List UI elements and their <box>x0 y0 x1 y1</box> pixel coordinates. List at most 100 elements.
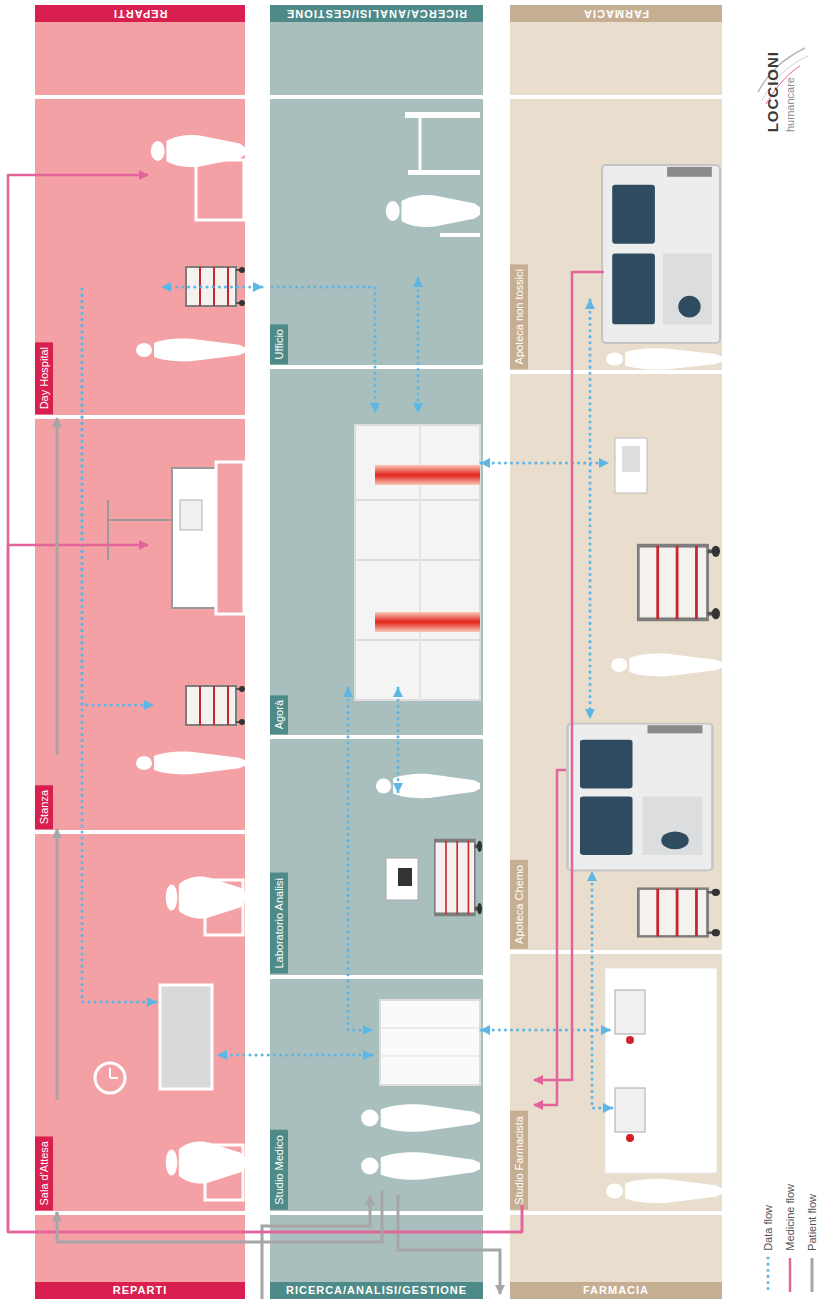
cabinet-divider <box>355 559 480 561</box>
clock <box>95 1063 125 1093</box>
patient-flow-arrow <box>56 418 59 755</box>
office-worker <box>386 195 480 227</box>
terminal-light <box>626 1036 634 1044</box>
room-area: Laboratorio Analisi <box>270 735 483 975</box>
patient-entry-line <box>262 1196 370 1299</box>
logo-swoosh <box>766 66 800 104</box>
cabinet-divider <box>380 1056 480 1057</box>
bed <box>172 468 216 608</box>
bed-frame <box>216 462 244 614</box>
band-header: RICERCA/ANALISI/GESTIONE <box>270 5 483 22</box>
department-band: RICERCA/ANALISI/GESTIONE RICERCA/ANALISI/… <box>270 5 483 1299</box>
data-flow-arrow <box>592 872 612 1108</box>
room-area: Studio Farmacista <box>510 950 722 1215</box>
chair <box>205 880 243 935</box>
cabinet-divider <box>419 425 421 700</box>
desk-leg <box>419 118 422 175</box>
cabinet-divider <box>355 499 480 501</box>
data-flow-arrow <box>589 300 592 718</box>
pillow <box>180 500 202 530</box>
room-label: Sala d'Attesa <box>35 1136 53 1210</box>
data-flow-arrow <box>162 286 262 289</box>
patient-silhouette <box>151 135 245 167</box>
waiting-patient <box>166 877 245 919</box>
display-screen <box>160 985 212 1089</box>
legend-text: Patient flow <box>806 1194 818 1251</box>
legend-text: Medicine flow <box>784 1184 796 1251</box>
data-flow-arrow <box>481 1029 610 1032</box>
room-area: Sala d'Attesa <box>35 830 245 1215</box>
logo-swoosh <box>758 48 805 92</box>
doctor-silhouette <box>361 1104 480 1131</box>
room-label: Studio Farmacista <box>510 1111 528 1210</box>
legend-text: Data flow <box>762 1205 774 1251</box>
legend-sample <box>789 1258 792 1292</box>
band-title: RICERCA/ANALISI/GESTIONE <box>286 5 467 22</box>
patient-flow-arrow <box>56 829 59 1100</box>
clock-hands <box>110 1068 118 1078</box>
bench <box>605 968 717 1173</box>
room-label: Studio Medico <box>270 1130 288 1210</box>
logo-wordmark: LOCCIONI <box>764 51 781 132</box>
chemo-cart <box>638 889 720 937</box>
compounding-robot <box>568 724 713 871</box>
band-header: REPARTI <box>35 1282 245 1299</box>
red-light-bar <box>375 465 480 485</box>
data-flow-arrow <box>397 688 400 792</box>
nurse-silhouette <box>136 339 245 362</box>
band-title: REPARTI <box>113 1282 167 1299</box>
room-label: Apoteca non tossici <box>510 264 528 369</box>
room-label: Day Hospital <box>35 342 53 414</box>
legend-sample <box>767 1258 770 1292</box>
terminal <box>615 1088 645 1132</box>
dispensing-robot <box>602 165 720 343</box>
terminal-screen <box>622 446 640 472</box>
band-header: REPARTI <box>35 5 245 22</box>
chair <box>205 1145 243 1200</box>
data-flow-arrow <box>481 462 608 465</box>
patient-exit-line <box>398 1195 500 1294</box>
central-cabinet <box>355 425 480 700</box>
chemo-cart <box>638 546 720 620</box>
lab-cart <box>435 841 482 915</box>
room-area: Studio Medico <box>270 975 483 1215</box>
wall-terminal <box>615 438 647 493</box>
room-area: Apoteca Chemo <box>510 370 722 950</box>
patient-silhouette <box>361 1152 480 1179</box>
room-area: Agorà <box>270 365 483 735</box>
room-area: Stanza <box>35 415 245 830</box>
medicine-flow-arrow <box>534 272 604 1080</box>
analyzer-screen <box>398 868 412 886</box>
band-title: RICERCA/ANALISI/GESTIONE <box>286 1282 467 1299</box>
band-title: FARMACIA <box>583 1282 649 1299</box>
medicine-flow-arrow <box>534 770 566 1105</box>
band-header: FARMACIA <box>510 5 722 22</box>
band-title: FARMACIA <box>583 5 649 22</box>
waiting-patient <box>166 1142 245 1184</box>
data-flow-arrow <box>82 289 153 705</box>
department-band: FARMACIA FARMACIA Studio Farmacista Apoteca… <box>510 5 722 1299</box>
data-flow-arrow <box>82 289 156 1002</box>
cabinet-divider <box>380 1028 480 1029</box>
room-area: Apoteca non tossici <box>510 95 722 370</box>
data-flow-arrow <box>348 688 372 1030</box>
chair <box>196 160 244 220</box>
analyzer <box>386 858 418 900</box>
lab-technician <box>376 774 480 798</box>
terminal-light <box>626 1134 634 1142</box>
medicine-cart <box>186 267 245 306</box>
iv-pole <box>107 500 109 560</box>
data-flow-arrow <box>417 278 420 412</box>
medicine-flow-arrow <box>8 545 522 1232</box>
iv-pole <box>108 519 172 521</box>
room-area: Ufficio <box>270 95 483 365</box>
terminal <box>615 990 645 1034</box>
band-header: RICERCA/ANALISI/GESTIONE <box>270 1282 483 1299</box>
pharmacist-silhouette <box>606 348 722 369</box>
room-label: Apoteca Chemo <box>510 860 528 949</box>
desk <box>408 170 480 175</box>
nurse-silhouette <box>136 752 245 775</box>
band-title: REPARTI <box>113 5 167 22</box>
medicine-cart <box>186 686 245 725</box>
